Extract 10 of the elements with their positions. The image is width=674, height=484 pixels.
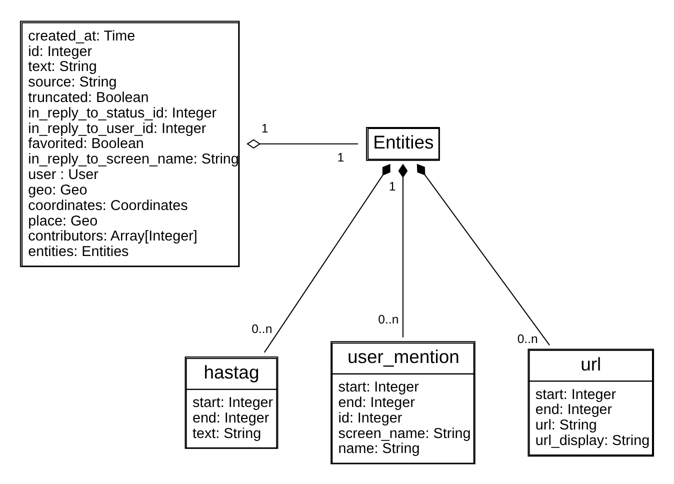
label: 0..n [378, 312, 399, 326]
connector [246, 138, 358, 148]
connector [416, 163, 550, 345]
connector [398, 163, 408, 337]
label: 1 [261, 121, 268, 136]
label: 0..n [517, 331, 538, 346]
label: 0..n [252, 322, 272, 336]
connector [264, 163, 390, 352]
label: 1 [337, 150, 344, 164]
label: 1 [388, 178, 396, 193]
